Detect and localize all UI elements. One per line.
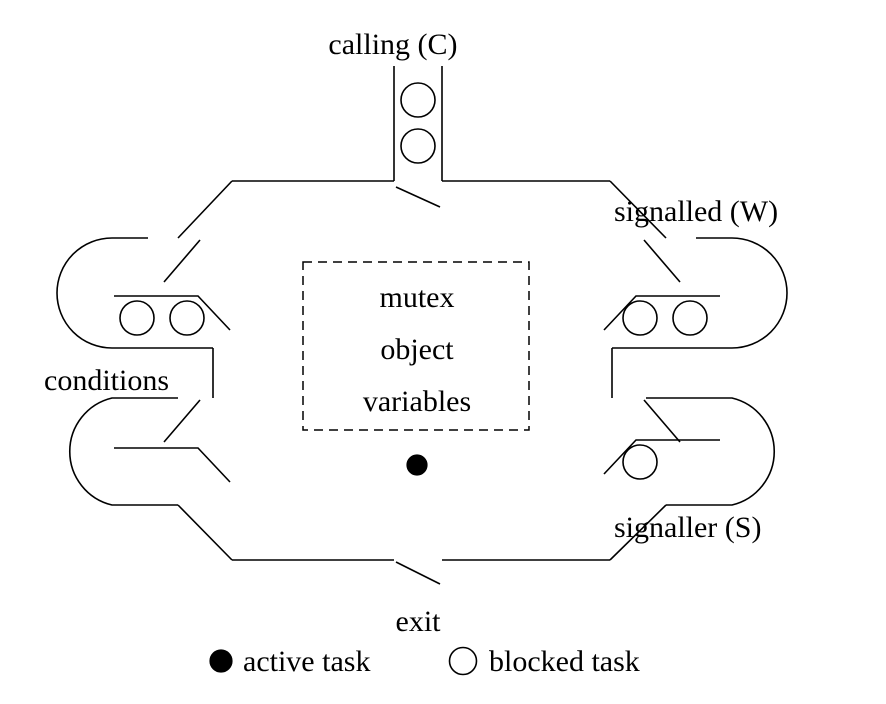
condition-bottom-track (114, 447, 231, 483)
conditions-label: conditions (44, 364, 169, 397)
signalled-queue-outline (612, 237, 788, 349)
variables-line-1: mutex (380, 281, 455, 314)
signaller-queue-outline (646, 397, 776, 506)
signaller-gate-icon (643, 399, 681, 443)
monitor-variables-box: mutex object variables (302, 261, 530, 431)
signalled-gate-icon (643, 239, 681, 283)
bevel-bottom-right (609, 504, 667, 561)
calling-gate-icon (395, 186, 441, 208)
legend: active task blocked task (209, 645, 640, 678)
condition-queue-top-outline (56, 237, 213, 349)
signalled-task-1-icon (622, 300, 658, 336)
signaller-label: signaller (S) (614, 511, 761, 544)
active-task-icon (406, 454, 428, 476)
signalled-task-2-icon (672, 300, 708, 336)
variables-line-2: object (380, 333, 454, 366)
blocked-tasks (119, 82, 708, 480)
calling-task-2-icon (400, 128, 436, 164)
calling-label: calling (C) (328, 28, 457, 61)
calling-task-1-icon (400, 82, 436, 118)
signalled-label: signalled (W) (614, 195, 778, 228)
condition-top-track (114, 295, 231, 331)
condition-task-1-icon (119, 300, 155, 336)
legend-active-task-icon (209, 649, 233, 673)
variables-line-3: variables (363, 385, 471, 418)
signaller-task-1-icon (622, 444, 658, 480)
variables-box-border (302, 261, 530, 431)
legend-blocked-task-icon (448, 646, 478, 676)
legend-blocked-label: blocked task (489, 645, 640, 678)
exit-label: exit (396, 605, 442, 638)
signaller-track (603, 439, 720, 475)
signalled-track (603, 295, 720, 331)
diagram-labels: calling (C) signalled (W) conditions sig… (44, 28, 778, 638)
legend-active-label: active task (243, 645, 370, 678)
bevel-top-right (609, 180, 667, 239)
condition-queue-bottom-outline (68, 397, 178, 506)
monitor-outline (56, 66, 788, 585)
exit-gate-icon (395, 561, 441, 585)
bevel-bottom-left (177, 504, 233, 561)
bevel-top-left (177, 180, 233, 239)
condition-top-gate-icon (163, 239, 201, 283)
condition-bottom-gate-icon (163, 399, 201, 443)
condition-task-2-icon (169, 300, 205, 336)
